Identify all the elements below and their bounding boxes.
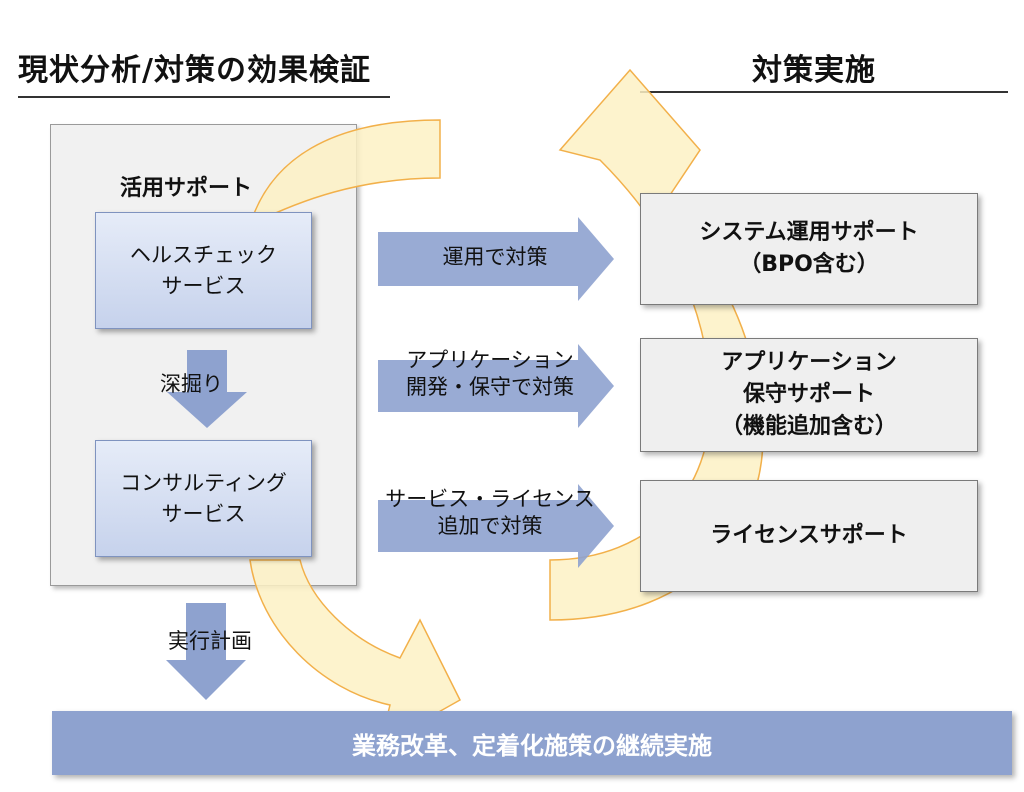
analysis-heading: 現状分析/対策の効果検証 — [18, 53, 371, 88]
analysis-heading-rule — [18, 96, 390, 98]
arrow-operation — [378, 217, 614, 301]
dig-down-arrow — [167, 350, 247, 428]
license-support-box: ライセンスサポート — [640, 480, 978, 592]
consulting-service-box: コンサルティング サービス — [95, 440, 312, 557]
arrow-application-label: アプリケーション 開発・保守で対策 — [406, 348, 574, 400]
dig-down-label: 深掘り — [160, 372, 223, 396]
arrow-operation-label: 運用で対策 — [442, 245, 548, 269]
continuous-implementation-bar: 業務改革、定着化施策の継続実施 — [52, 711, 1012, 775]
arrow-license — [378, 484, 614, 568]
system-operation-support-box: システム運用サポート （BPO含む） — [640, 193, 978, 305]
implementation-heading: 対策実施 — [752, 53, 876, 88]
cycle-arrow-upper — [248, 119, 441, 227]
arrow-license-label: サービス・ライセンス 追加で対策 — [385, 487, 595, 539]
support-panel-title: 活用サポート — [120, 176, 253, 201]
execution-plan-label: 実行計画 — [168, 629, 252, 653]
health-check-service-box: ヘルスチェック サービス — [95, 212, 312, 329]
implementation-heading-rule — [640, 91, 1008, 93]
plan-down-arrow — [166, 603, 246, 700]
arrow-application — [378, 344, 614, 428]
application-maintenance-support-box: アプリケーション 保守サポート （機能追加含む） — [640, 338, 978, 452]
